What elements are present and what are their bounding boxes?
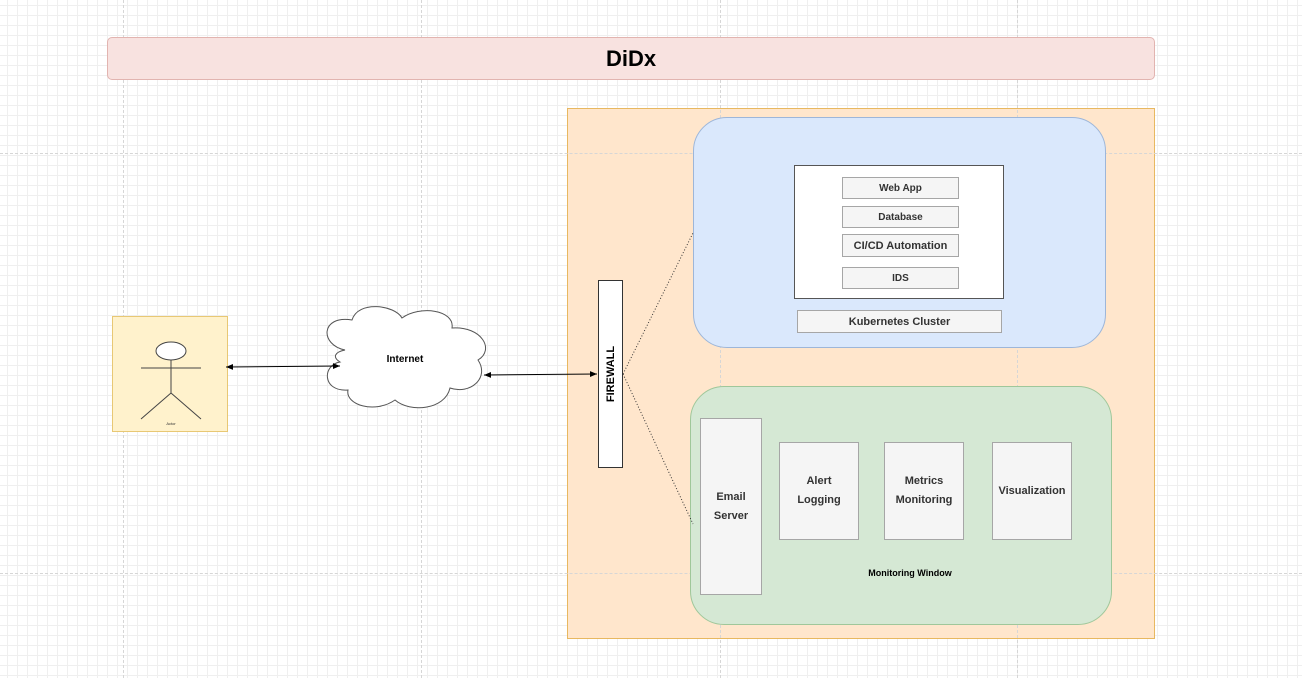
firewall-kubernetes-connector[interactable]	[622, 232, 694, 375]
visualization-label: Visualization	[998, 484, 1066, 497]
alert-logging-label: Alert Logging	[797, 475, 841, 506]
firewall-node[interactable]: FIREWALL	[598, 280, 623, 468]
email-server-label: Email Server	[713, 490, 749, 522]
cicd-node[interactable]: CI/CD Automation	[842, 234, 959, 257]
actor-label: Actor	[166, 421, 176, 426]
grid-line	[0, 573, 1302, 574]
grid-line	[0, 153, 1302, 154]
stick-figure-icon	[140, 341, 202, 420]
diagram-title: DiDx	[605, 45, 657, 71]
visualization-node[interactable]: Visualization	[992, 442, 1072, 540]
firewall-monitoring-connector[interactable]	[622, 373, 694, 525]
actor-node[interactable]: Actor	[112, 316, 228, 432]
metrics-monitoring-node[interactable]: Metrics Monitoring	[884, 442, 964, 540]
monitoring-window-label: Monitoring Window	[868, 568, 952, 578]
internet-firewall-connector[interactable]	[483, 371, 598, 378]
actor-internet-connector[interactable]	[225, 363, 341, 370]
kubernetes-cluster-label[interactable]: Kubernetes Cluster	[797, 310, 1002, 333]
internet-cloud-icon[interactable]	[326, 306, 486, 409]
web-app-node[interactable]: Web App	[842, 177, 959, 199]
ids-node[interactable]: IDS	[842, 267, 959, 289]
alert-logging-node[interactable]: Alert Logging	[779, 442, 859, 540]
email-server-node[interactable]: Email Server	[700, 418, 762, 595]
title-bar[interactable]: DiDx	[107, 37, 1155, 80]
database-node[interactable]: Database	[842, 206, 959, 228]
internet-label: Internet	[386, 354, 424, 365]
metrics-monitoring-label: Metrics Monitoring	[895, 475, 953, 506]
